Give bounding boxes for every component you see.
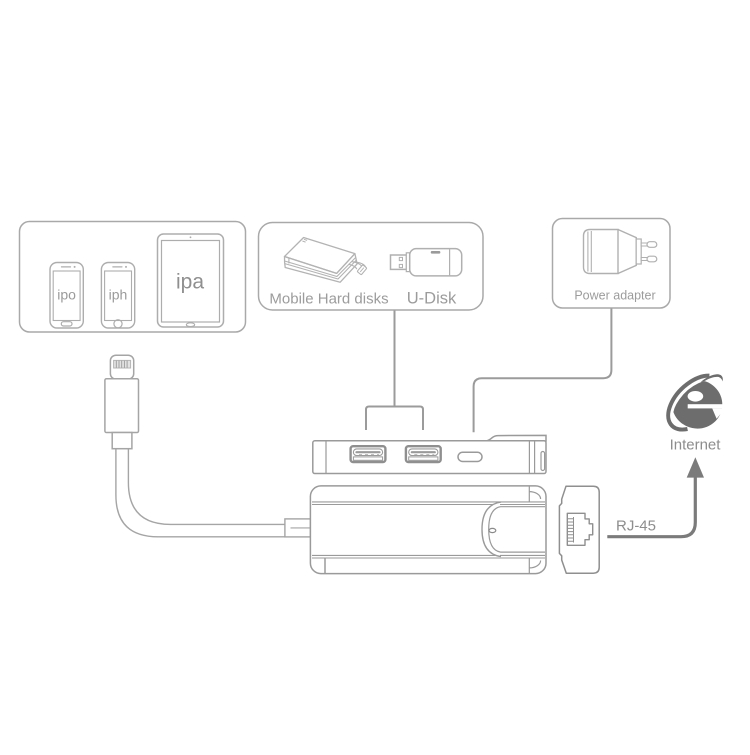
svg-text:RJ-45: RJ-45 (616, 518, 656, 535)
svg-text:Power adapter: Power adapter (574, 289, 655, 303)
svg-text:iph: iph (109, 287, 128, 303)
svg-text:ipa: ipa (176, 271, 204, 294)
svg-text:U-Disk: U-Disk (407, 290, 457, 308)
svg-text:ipo: ipo (57, 287, 76, 303)
svg-text:Internet: Internet (670, 437, 722, 454)
svg-text:Mobile Hard disks: Mobile Hard disks (269, 291, 388, 308)
